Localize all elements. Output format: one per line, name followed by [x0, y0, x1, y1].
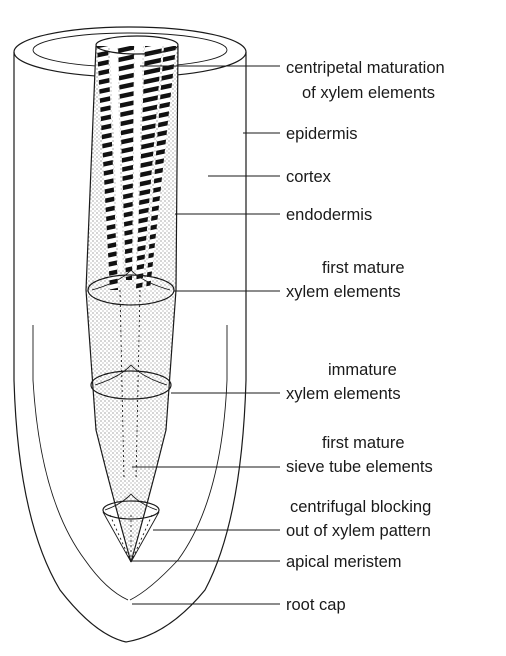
label-epidermis: epidermis [286, 125, 358, 143]
label-immature-xylem-line1: immature [328, 361, 397, 379]
labels: centripetal maturation of xylem elements… [286, 59, 445, 614]
label-centripetal-line2: of xylem elements [302, 84, 435, 102]
label-immature-xylem-line2: xylem elements [286, 385, 401, 403]
label-root-cap: root cap [286, 596, 346, 614]
label-centrifugal-line2: out of xylem pattern [286, 522, 431, 540]
label-apical-meristem: apical meristem [286, 553, 402, 571]
label-cortex: cortex [286, 168, 332, 186]
label-sieve-tube-line2: sieve tube elements [286, 458, 433, 476]
label-endodermis: endodermis [286, 206, 372, 224]
label-sieve-tube-line1: first mature [322, 434, 405, 452]
label-centrifugal-line1: centrifugal blocking [290, 498, 431, 516]
stele [80, 36, 190, 580]
label-centripetal-line1: centripetal maturation [286, 59, 445, 77]
label-first-mature-xylem-line1: first mature [322, 259, 405, 277]
label-first-mature-xylem-line2: xylem elements [286, 283, 401, 301]
